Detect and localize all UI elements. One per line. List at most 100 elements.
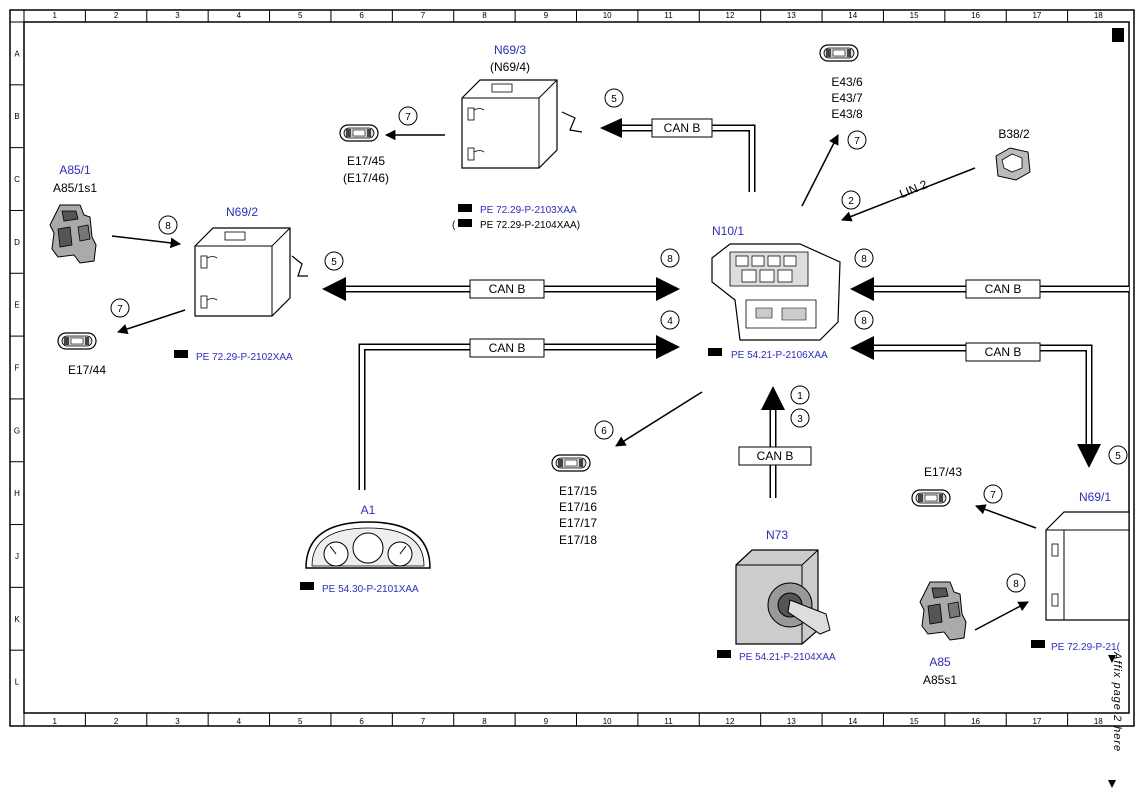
grid-row-label: E [14,301,19,310]
can-right-top-label: CAN B [985,282,1022,296]
grid-col-label: 15 [910,11,919,20]
n693-ref-icon [458,204,472,212]
grid-col-label: 8 [482,717,487,726]
n693-name: N69/3 [494,43,526,57]
a851-switch [49,204,97,264]
e43-l1: E43/6 [831,75,863,89]
can-a1-label: CAN B [489,341,526,355]
grid-col-label: 2 [114,11,119,20]
circle-e1743-label: 7 [990,490,996,501]
grid-col-label: 5 [298,717,303,726]
n691-ref: PE 72.29-P-21( [1051,642,1121,653]
n692-module [194,227,291,317]
n692-name: N69/2 [226,205,258,219]
e1715-l4: E17/18 [559,533,597,547]
grid-col-label: 10 [603,717,612,726]
n692-ref-icon [174,350,188,358]
circle-a85-label: 8 [1013,579,1019,590]
circle-n101-right-top-label: 8 [861,254,867,265]
circle-lin-label: 2 [848,196,854,207]
a85-switch [919,581,967,641]
circle-n691-can-label: 5 [1115,451,1121,462]
e1743-lamp [911,489,951,507]
n691-module [1045,511,1130,621]
e1715-l2: E17/16 [559,500,597,514]
grid-row-label: F [15,364,20,373]
grid-col-label: 6 [359,11,364,20]
can-n73-label: CAN B [757,449,794,463]
grid-row-label: D [14,238,20,247]
circle-n692-e17-label: 7 [117,304,123,315]
grid-col-label: 6 [359,717,364,726]
e43-l3: E43/8 [831,107,863,121]
grid-row-label: K [14,615,20,624]
grid-col-label: 17 [1032,11,1041,20]
n693-alt: (N69/4) [490,60,530,74]
grid-col-label: 5 [298,11,303,20]
n101-name: N10/1 [712,224,744,238]
grid-row-label: G [14,426,20,435]
grid-row-label: C [14,175,20,184]
frame-outer [9,9,1135,727]
grid-col-label: 3 [175,717,180,726]
circle-n693-can-label: 5 [611,94,617,105]
e1715-l3: E17/17 [559,516,597,530]
circle-n73-3-label: 3 [797,414,803,425]
n73-switch [735,549,831,645]
grid-col-label: 4 [237,11,242,20]
circle-n693-e17-label: 7 [405,112,411,123]
grid-col-label: 16 [971,717,980,726]
grid-col-label: 12 [726,717,735,726]
n101-ref: PE 54.21-P-2106XAA [731,350,828,361]
e1744-l1: E17/44 [68,363,106,377]
affix-arrow-bottom [1108,780,1116,788]
n692-ref: PE 72.29-P-2102XAA [196,352,293,363]
grid-col-label: 16 [971,11,980,20]
n73-ref: PE 54.21-P-2104XAA [739,652,836,663]
frame-inner [23,21,1130,714]
a85-sub: A85s1 [923,673,957,687]
grid-col-label: 9 [544,11,549,20]
grid-col-label: 10 [603,11,612,20]
can-right-bot-label: CAN B [985,345,1022,359]
circle-e1715-label: 6 [601,426,607,437]
grid-col-label: 7 [421,717,426,726]
grid-row-label: B [14,112,19,121]
e1745-lamp [339,124,379,142]
grid-labels: 1122334455667788991010111112121313141415… [10,10,1103,726]
grid-col-label: 9 [544,717,549,726]
grid-col-label: 13 [787,717,796,726]
e1744-lamp [57,332,97,350]
grid-col-label: 8 [482,11,487,20]
can-n693-label: CAN B [664,121,701,135]
a85-name: A85 [929,655,951,669]
n101-module [711,243,841,341]
grid-row-label: A [14,49,20,58]
n73-name: N73 [766,528,788,542]
n693-ref2: PE 72.29-P-2104XAA) [480,220,580,231]
e1745-l2: (E17/46) [343,171,389,185]
a851-sub: A85/1s1 [53,181,97,195]
n73-ref-icon [717,650,731,658]
grid-col-label: 11 [664,11,673,20]
corner-mark [1112,28,1124,42]
grid-col-label: 17 [1032,717,1041,726]
e1745-l1: E17/45 [347,154,385,168]
e43-lamp [819,44,859,62]
n691-ref-icon [1031,640,1045,648]
grid-row-label: L [15,678,20,687]
grid-col-label: 18 [1094,11,1103,20]
circle-n101-right-bot-label: 8 [861,316,867,327]
grid-row-label: H [14,489,20,498]
a1-ref: PE 54.30-P-2101XAA [322,584,419,595]
grid-col-label: 13 [787,11,796,20]
a1-name: A1 [361,503,376,517]
e1715-l1: E17/15 [559,484,597,498]
circle-e43-label: 7 [854,136,860,147]
circle-n73-1-label: 1 [797,391,803,402]
n691-name: N69/1 [1079,490,1111,504]
grid-col-label: 2 [114,717,119,726]
grid-col-label: 7 [421,11,426,20]
grid-col-label: 15 [910,717,919,726]
